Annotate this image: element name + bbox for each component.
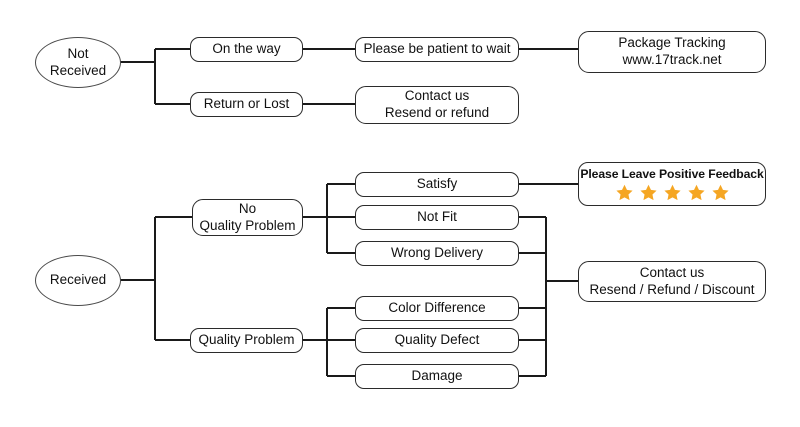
node-contact-us-resend-refund-discount[interactable]: Contact us Resend / Refund / Discount [578,261,766,302]
node-return-or-lost[interactable]: Return or Lost [190,92,303,117]
node-color-difference[interactable]: Color Difference [355,296,519,321]
rating-stars[interactable] [615,183,730,202]
node-not-fit[interactable]: Not Fit [355,205,519,230]
node-quality-defect[interactable]: Quality Defect [355,328,519,353]
star-icon[interactable] [639,183,658,202]
star-icon[interactable] [711,183,730,202]
node-received[interactable]: Received [35,255,121,306]
node-satisfy[interactable]: Satisfy [355,172,519,197]
node-wrong-delivery[interactable]: Wrong Delivery [355,241,519,266]
node-not-received[interactable]: Not Received [35,37,121,88]
node-please-be-patient-to-wait[interactable]: Please be patient to wait [355,37,519,62]
star-icon[interactable] [687,183,706,202]
star-icon[interactable] [615,183,634,202]
node-contact-us-resend-or-refund[interactable]: Contact us Resend or refund [355,86,519,124]
node-damage[interactable]: Damage [355,364,519,389]
node-no-quality-problem[interactable]: No Quality Problem [192,199,303,236]
star-icon[interactable] [663,183,682,202]
node-on-the-way[interactable]: On the way [190,37,303,62]
node-quality-problem[interactable]: Quality Problem [190,328,303,353]
node-package-tracking[interactable]: Package Tracking www.17track.net [578,31,766,73]
feedback-title: Please Leave Positive Feedback [580,167,764,181]
node-please-leave-positive-feedback[interactable]: Please Leave Positive Feedback [578,162,766,206]
